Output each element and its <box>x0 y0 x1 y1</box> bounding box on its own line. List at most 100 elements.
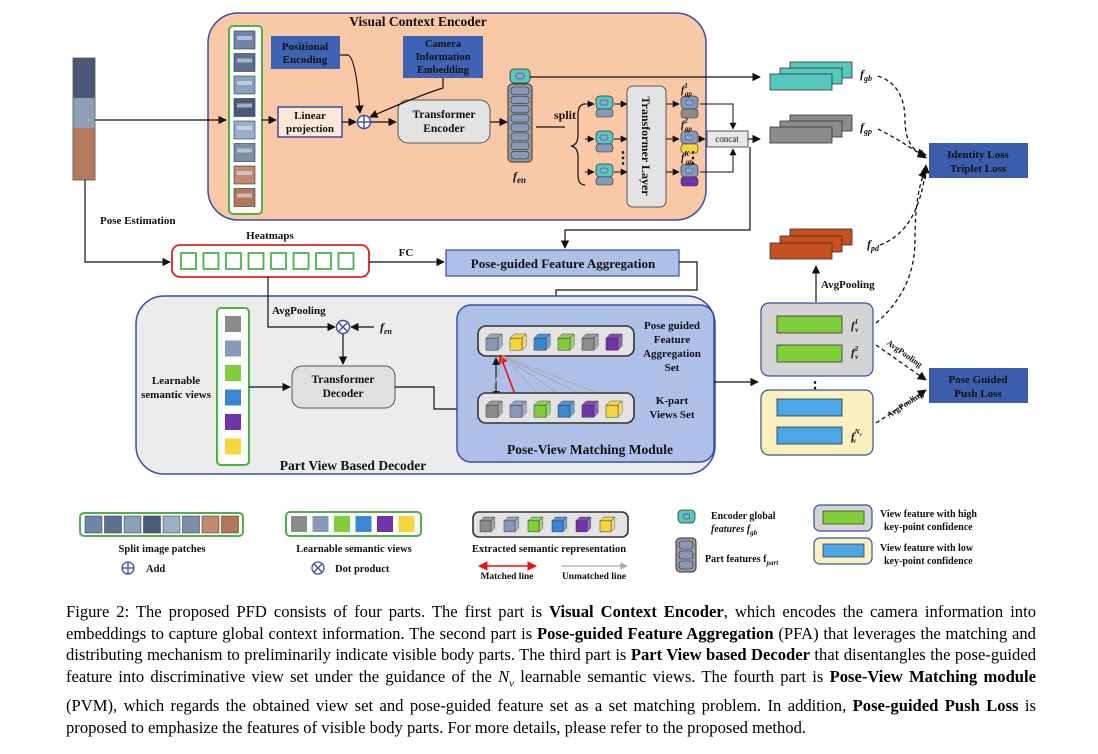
learnable-view-square <box>225 340 241 357</box>
legend-learnable-square <box>312 516 329 532</box>
camera-embedding-box <box>403 36 483 78</box>
split-part-token <box>595 143 614 153</box>
heatmap-square <box>225 252 242 270</box>
legend-part-features: Part features fpart <box>705 554 779 567</box>
fgb-label: fgb <box>860 67 872 83</box>
semantic-cube <box>551 516 568 533</box>
transformer-decoder-box <box>291 365 396 409</box>
semantic-cube <box>533 333 551 351</box>
linear-line1: Linear <box>294 110 326 122</box>
semantic-cube <box>509 333 527 351</box>
legend-patch <box>182 515 200 534</box>
legend-learnable: Learnable semantic views <box>296 544 412 555</box>
positional-encoding-line1: Positional <box>282 41 328 53</box>
legend-dot-icon <box>311 561 325 575</box>
part-token <box>510 105 530 114</box>
output-part-tokens <box>680 95 699 187</box>
semantic-cube <box>581 333 599 351</box>
push-loss-line1: Pose Guided <box>949 374 1008 386</box>
learnable-view-square <box>225 365 241 381</box>
legend-high-1: View feature with high <box>880 509 977 520</box>
fgp-label: fgp <box>860 120 872 136</box>
camera-line1: Camera <box>425 39 462 50</box>
semantic-cube <box>605 400 623 418</box>
kpart-line1: K-part <box>656 395 689 407</box>
fpd-label: fpd <box>867 237 880 253</box>
semantic-cube <box>599 516 616 533</box>
identity-loss-line1: Identity Loss <box>947 149 1009 161</box>
positional-encoding-line2: Encoding <box>283 54 328 66</box>
encoder-title: Visual Context Encoder <box>349 14 487 29</box>
pfa-box <box>445 249 680 277</box>
learnable-view-square <box>225 316 241 332</box>
caption-pvm: Pose-View Matching module <box>829 667 1037 687</box>
heatmap-square <box>270 252 287 270</box>
view-feature-2 <box>776 344 843 363</box>
transformer-encoder-line2: Encoder <box>423 123 465 135</box>
fc-label: FC <box>399 247 414 259</box>
semantic-cube <box>533 400 551 418</box>
pfd-diagram: Visual Context Encoder Positional Encodi… <box>72 12 1028 582</box>
caption-push: Pose-guided Push Loss <box>852 696 1019 716</box>
legend-part-tokens <box>675 537 697 573</box>
legend-learnable-square <box>291 516 307 532</box>
add-icon <box>356 114 372 130</box>
legend-high-2: key-point confidence <box>884 522 973 533</box>
split-part-token <box>595 176 614 186</box>
dot-product-icon <box>335 319 351 335</box>
part-token-column <box>507 83 533 163</box>
view-feature-3 <box>776 398 843 417</box>
transformer-layer-label: Transformer Layer <box>639 96 653 196</box>
legend-extracted: Extracted semantic representation <box>472 544 626 555</box>
push-loss-line2: Push Loss <box>954 388 1002 400</box>
high-conf-group <box>760 302 874 377</box>
avgpooling-fpd: AvgPooling <box>821 279 875 291</box>
vdots-right: ⋮ <box>685 150 701 167</box>
legend-split-patches: Split image patches <box>119 544 206 555</box>
transformer-encoder-line1: Transformer <box>412 109 475 121</box>
decoder-avgpooling: AvgPooling <box>272 305 326 317</box>
decoder-title: Part View Based Decoder <box>280 458 427 473</box>
decoder-f-en: fen <box>380 320 393 336</box>
heatmap-square <box>247 252 265 270</box>
transformer-layer-box <box>626 85 667 208</box>
split-token-groups <box>595 95 614 186</box>
learnable-line2: semantic views <box>141 389 212 401</box>
semantic-cube <box>485 333 503 351</box>
legend-add: Add <box>146 564 165 575</box>
part-token <box>510 123 530 132</box>
part-token <box>510 86 530 95</box>
legend-matched: Matched line <box>480 572 533 582</box>
legend-low-bar <box>822 543 865 558</box>
caption-pfa: Pose-guided Feature Aggregation <box>536 623 774 643</box>
encoder-token-stack <box>507 68 533 163</box>
heatmap-squares <box>180 252 355 270</box>
linear-line2: projection <box>286 123 334 135</box>
concat-label: concat <box>715 134 739 144</box>
avgpool-b-label: AvgPooling <box>885 388 926 419</box>
person-image <box>72 57 96 181</box>
legend-patch <box>162 515 181 534</box>
part-token <box>510 95 530 104</box>
legend-learnable-square <box>355 516 372 532</box>
caption-pvbd: Part View based Decoder <box>630 645 810 665</box>
legend-unmatched: Unmatched line <box>562 572 626 582</box>
semantic-cube <box>509 400 527 418</box>
legend-patch <box>123 515 142 534</box>
push-loss-box <box>929 368 1028 403</box>
legend-patch <box>84 515 103 534</box>
legend-low-2: key-point confidence <box>884 556 973 567</box>
figure-caption: Figure 2: The proposed PFD consists of f… <box>66 602 1037 737</box>
legend-dot: Dot product <box>335 564 390 575</box>
learnable-view-square <box>225 389 241 406</box>
identity-loss-line2: Triplet Loss <box>950 163 1007 175</box>
part-token <box>510 132 530 141</box>
heatmap-square <box>202 252 220 270</box>
semantic-cube <box>557 333 575 351</box>
